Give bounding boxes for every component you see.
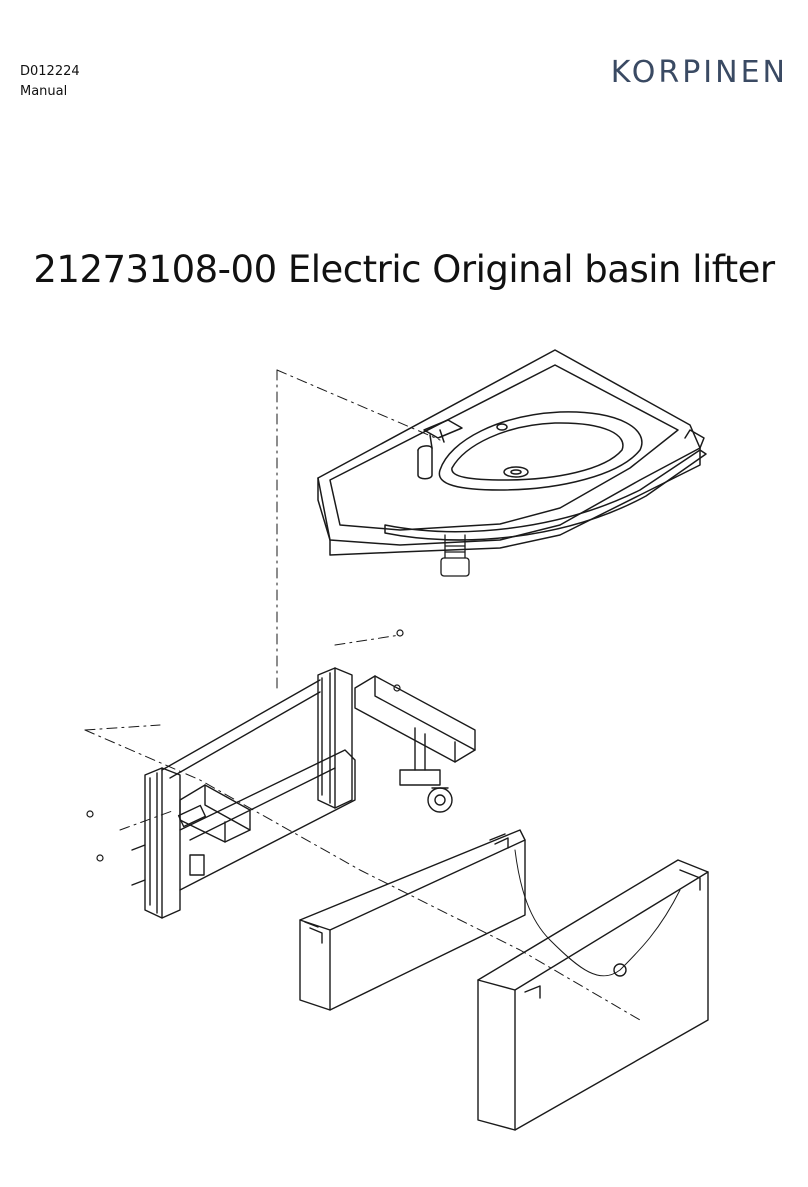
korpinen-logo: KORPINEN: [611, 55, 788, 90]
faucet: [417, 419, 463, 480]
drain-siphon: [440, 534, 470, 577]
assembly-guide-lines: [84, 369, 641, 1021]
lifter-frame: [131, 667, 356, 919]
document-type: Manual: [20, 84, 68, 99]
support-arm: [354, 675, 476, 813]
brand-name: KORPINEN: [611, 55, 788, 90]
side-cover-panel: [477, 849, 709, 1131]
assembly-drawing: [84, 349, 709, 1131]
basin: [317, 349, 707, 556]
document-number: D012224: [20, 64, 80, 79]
screws: [86, 629, 404, 862]
page-title: 21273108-00 Electric Original basin lift…: [33, 248, 775, 291]
front-cover-panel: [299, 829, 526, 1011]
document-code-block: D012224 Manual: [20, 62, 80, 102]
